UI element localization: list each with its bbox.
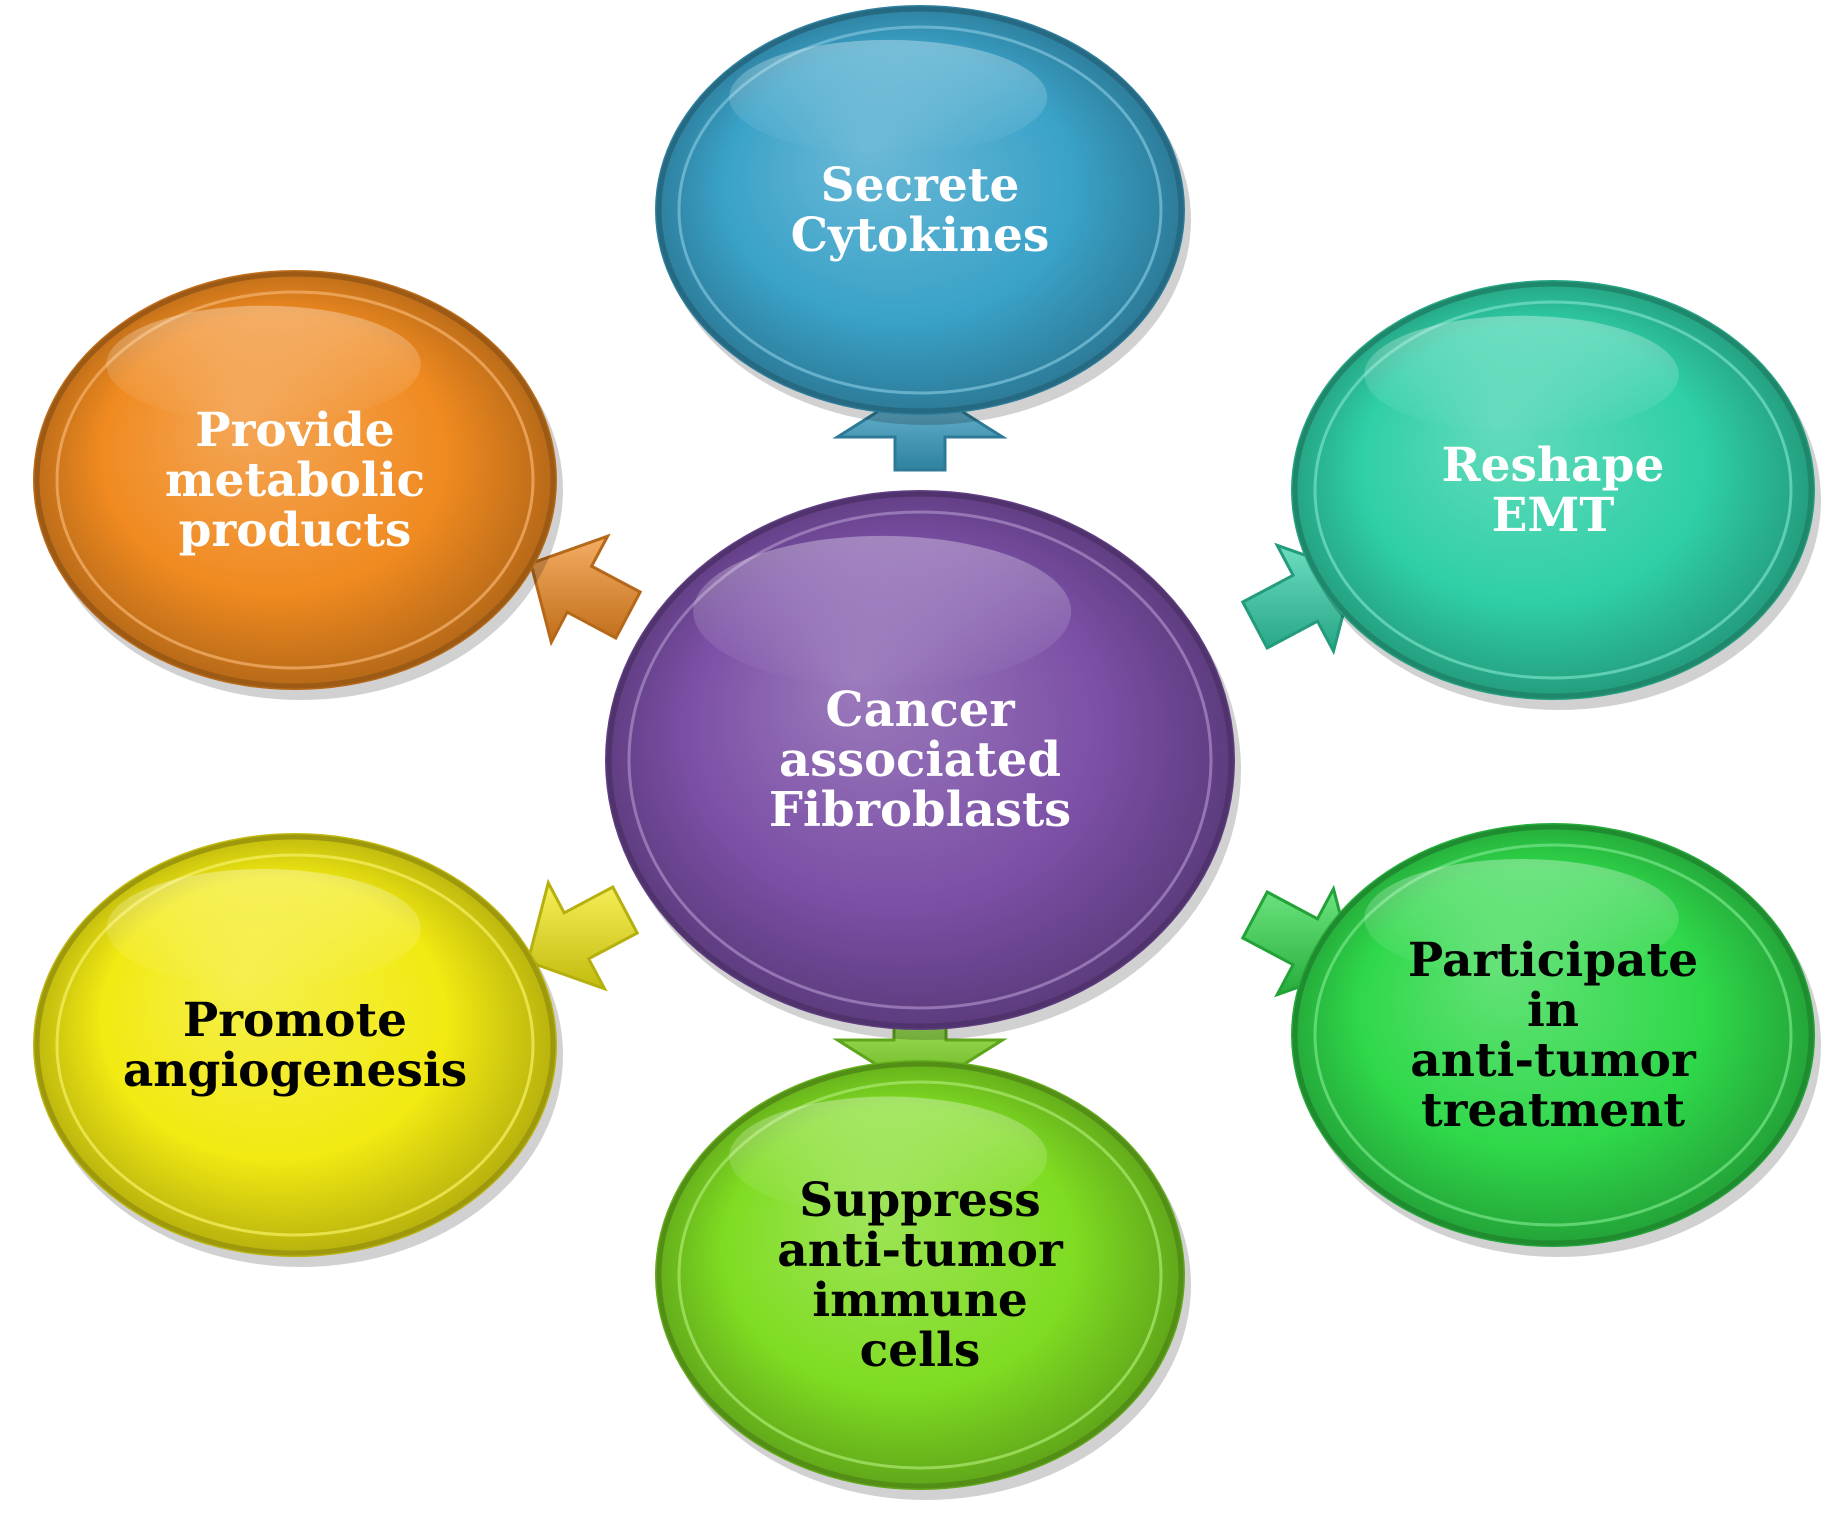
arrow-to-provide-metabolic-products — [529, 533, 643, 647]
label-line: Fibroblasts — [769, 782, 1071, 838]
label-line: Secrete — [821, 158, 1020, 213]
label-line: immune — [812, 1273, 1028, 1328]
label-line: Cancer — [825, 682, 1015, 738]
label-line: EMT — [1492, 488, 1615, 543]
label-line: angiogenesis — [123, 1043, 467, 1098]
label-line: Participate — [1408, 933, 1698, 988]
label-line: in — [1527, 983, 1579, 1038]
label-line: Suppress — [799, 1173, 1040, 1228]
arrow-to-promote-angiogenesis — [526, 878, 640, 992]
label-line: associated — [779, 732, 1061, 788]
label-line: metabolic — [165, 453, 425, 508]
label-line: anti-tumor — [777, 1223, 1064, 1278]
label-line: Promote — [183, 993, 407, 1048]
label-line: treatment — [1421, 1083, 1685, 1138]
label-line: cells — [860, 1323, 981, 1378]
label-line: Cytokines — [791, 208, 1050, 263]
label-line: Provide — [195, 403, 394, 458]
label-line: products — [179, 503, 412, 558]
label-line: anti-tumor — [1410, 1033, 1697, 1088]
label-line: Reshape — [1442, 438, 1665, 493]
